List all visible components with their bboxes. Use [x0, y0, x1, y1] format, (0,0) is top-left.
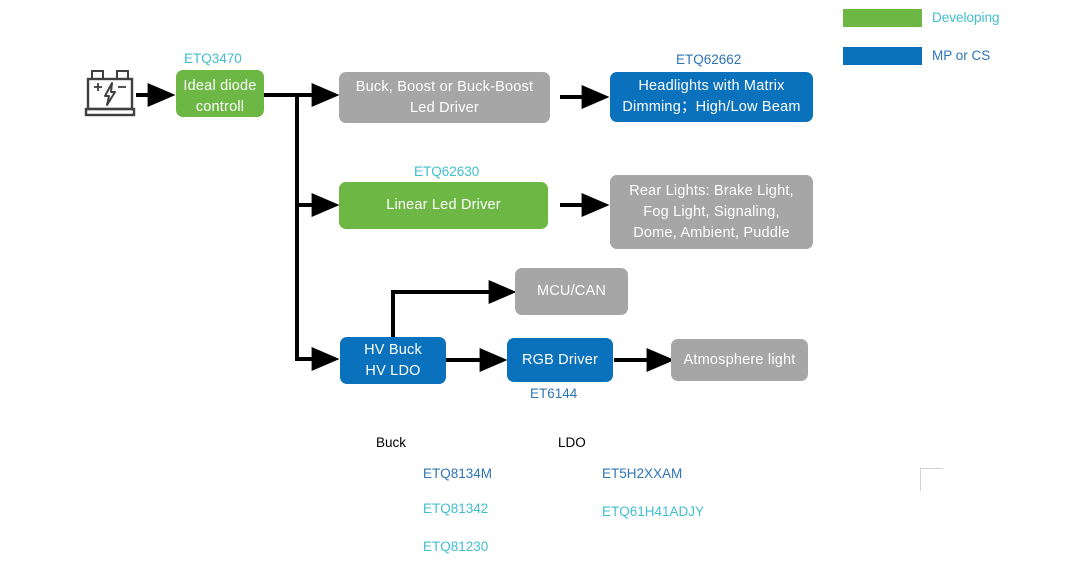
caption-rgb-driver: ET6144	[530, 386, 578, 401]
legend-swatch-developing	[843, 9, 922, 27]
part-buck-1: ETQ81342	[423, 501, 489, 516]
caption-headlights: ETQ62662	[676, 52, 742, 67]
corner-crop-mark	[920, 468, 943, 491]
legend-item-mp-or-cs: MP or CS	[843, 47, 990, 65]
legend-label-mp-or-cs: MP or CS	[932, 48, 991, 63]
block-mcu-can[interactable]: MCU/CAN	[515, 268, 628, 315]
block-rgb-driver[interactable]: RGB Driver	[507, 338, 613, 382]
block-hv-buck-hv-ldo[interactable]: HV Buck HV LDO	[340, 337, 446, 384]
part-list-heading-buck: Buck	[376, 435, 407, 450]
caption-ideal-diode: ETQ3470	[184, 51, 242, 66]
part-ldo-0: ET5H2XXAM	[602, 466, 683, 481]
battery-icon	[84, 68, 140, 125]
block-headlights[interactable]: Headlights with Matrix Dimming；High/Low …	[610, 72, 813, 122]
part-buck-0: ETQ8134M	[423, 466, 493, 481]
caption-linear-led-driver: ETQ62630	[414, 164, 480, 179]
legend-item-developing: Developing	[843, 9, 1000, 27]
wire-hv-buck-to-mcu-can	[391, 280, 517, 337]
part-list-heading-ldo: LDO	[558, 435, 586, 450]
legend-label-developing: Developing	[932, 10, 1000, 25]
block-ideal-diode-controller[interactable]: Ideal diode controll	[176, 70, 264, 117]
block-linear-led-driver[interactable]: Linear Led Driver	[339, 182, 548, 229]
legend-swatch-mp-or-cs	[843, 47, 922, 65]
block-atmosphere-light[interactable]: Atmosphere light	[671, 339, 808, 381]
block-rear-lights[interactable]: Rear Lights: Brake Light, Fog Light, Sig…	[610, 175, 813, 249]
block-buck-boost-led-driver[interactable]: Buck, Boost or Buck-Boost Led Driver	[339, 72, 550, 123]
part-buck-2: ETQ81230	[423, 539, 489, 554]
part-ldo-1: ETQ61H41ADJY	[602, 504, 705, 519]
